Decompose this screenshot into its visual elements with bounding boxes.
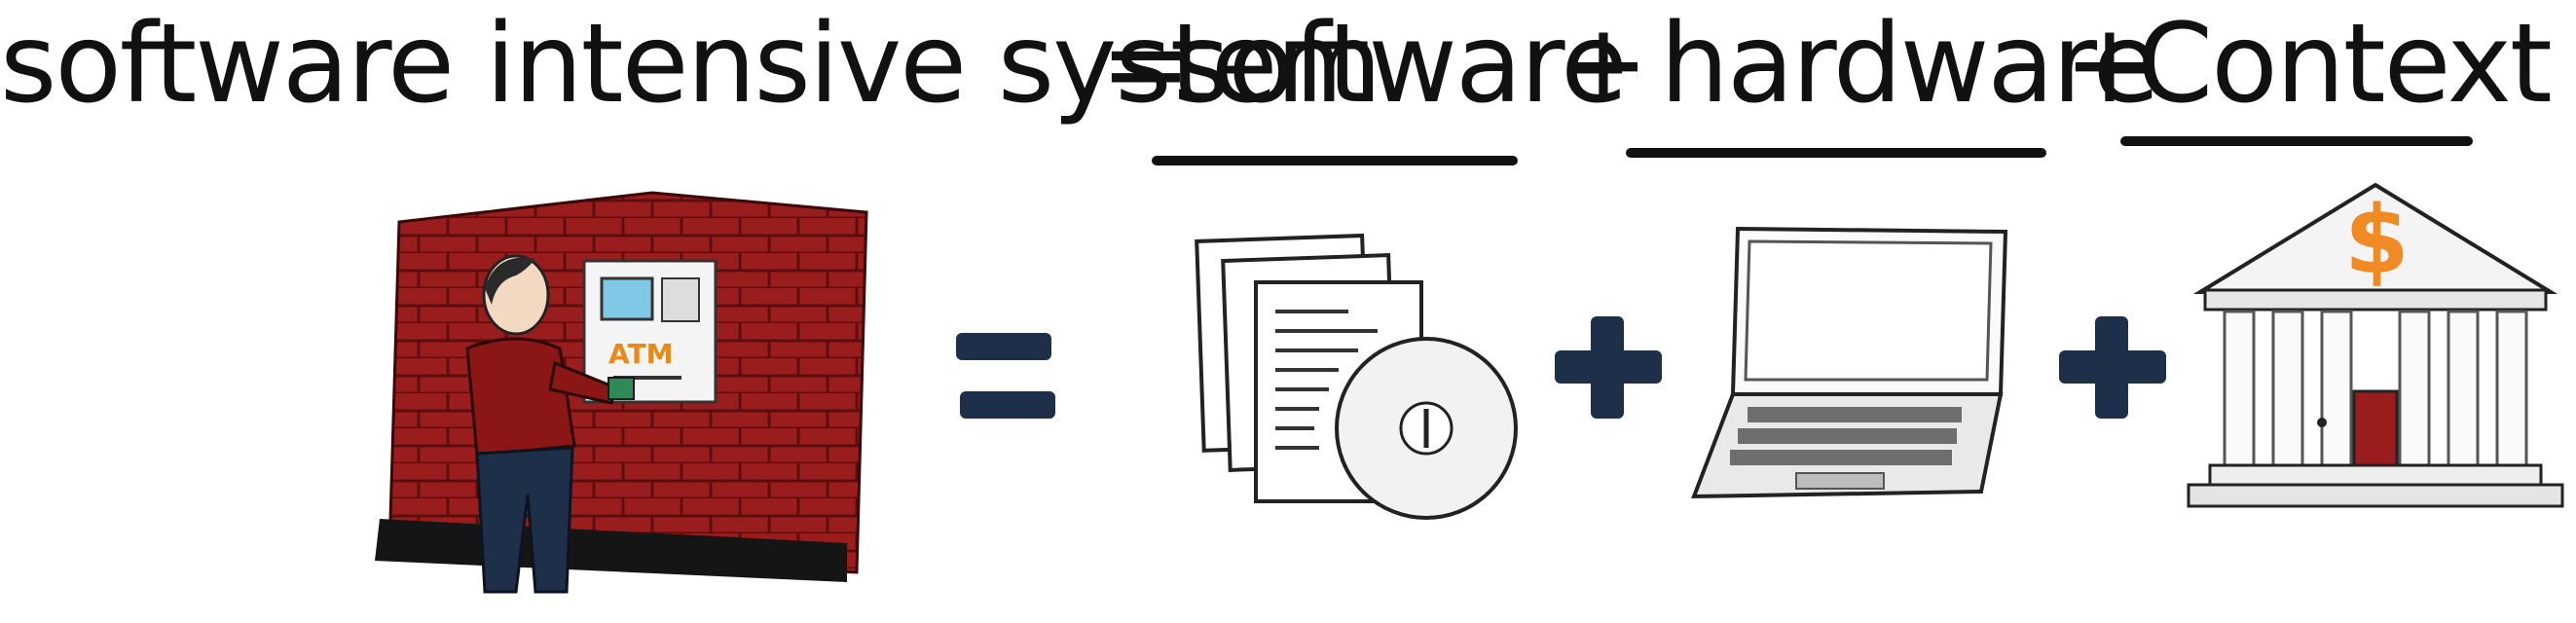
bank-building-icon: $ (2187, 182, 2564, 508)
laptop-icon (1691, 226, 2008, 499)
context-underline (2120, 136, 2473, 146)
software-documents-cd-icon (1195, 233, 1518, 520)
hardware-label: hardware (1660, 1, 2160, 128)
software-underline (1152, 156, 1518, 165)
hardware-underline (1626, 148, 2046, 158)
plus-sign-1: + (1558, 1, 1649, 128)
equals-sign: = (1100, 1, 1192, 128)
software-label: software (1173, 1, 1628, 128)
plus-sign-2: + (2064, 1, 2155, 128)
atm-sign: ATM (608, 338, 673, 370)
plus-icon-1 (1555, 316, 1662, 419)
atm-wall-illustration: ATM (375, 191, 868, 594)
plus-icon-2 (2059, 316, 2166, 419)
big-equals-icon (956, 333, 1055, 419)
bank-dollar-sign: $ (2344, 186, 2410, 295)
system-label: software intensive system (0, 1, 1382, 128)
context-label: Context (2137, 1, 2553, 128)
